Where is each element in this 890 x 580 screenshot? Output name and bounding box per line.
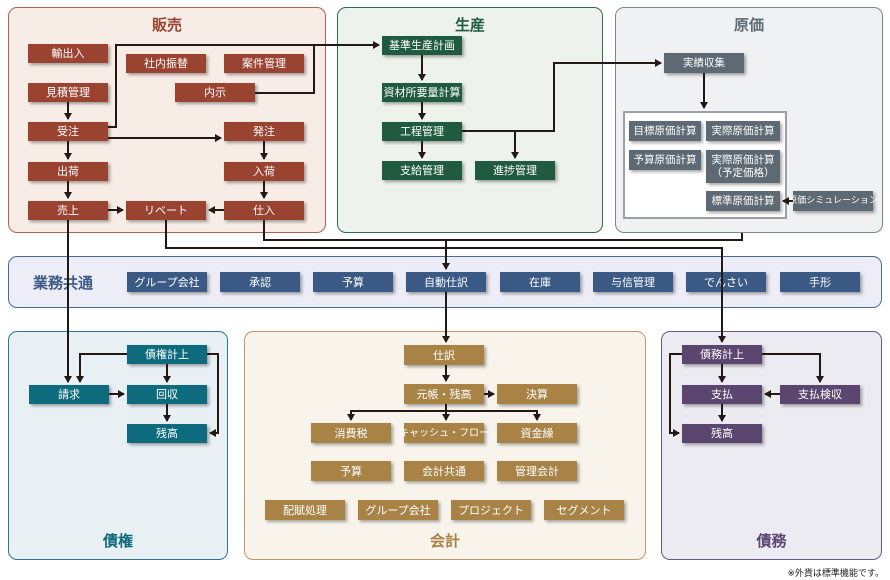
common-item-credit-management[interactable]: 与信管理 <box>593 272 673 292</box>
budget-cost-box[interactable]: 予算原価計算 <box>629 150 701 170</box>
internal-transfer-box[interactable]: 社内振替 <box>126 54 206 73</box>
accounting-group-company-box[interactable]: グループ会社 <box>358 500 438 520</box>
accounting-panel: 会計 <box>244 331 646 560</box>
sales-panel-title: 販売 <box>151 16 182 34</box>
management-accounting-box[interactable]: 管理会計 <box>497 461 577 481</box>
accounting-project-box[interactable]: プロジェクト <box>451 500 531 520</box>
payable-posting-box[interactable]: 債務計上 <box>682 345 762 364</box>
master-production-schedule-box[interactable]: 基準生産計画 <box>382 36 462 55</box>
cost-panel-title: 原価 <box>733 16 764 34</box>
target-cost-box[interactable]: 目標原価計算 <box>629 121 701 141</box>
project-management-box[interactable]: 案件管理 <box>224 54 304 73</box>
allocation-box[interactable]: 配賦処理 <box>265 500 345 520</box>
journal-box[interactable]: 仕訳 <box>404 345 484 365</box>
informal-order-box[interactable]: 内示 <box>175 83 255 102</box>
cash-management-box[interactable]: 資金繰 <box>497 423 577 443</box>
receivable-balance-box[interactable]: 残高 <box>127 424 207 443</box>
common-item-promissory-note[interactable]: 手形 <box>780 272 860 292</box>
common-item-approval[interactable]: 承認 <box>220 272 300 292</box>
ledger-balance-box[interactable]: 元帳・残高 <box>404 384 484 404</box>
actual-cost-planned-price-line2: （予定価格） <box>711 166 775 179</box>
mrp-box[interactable]: 資材所要量計算 <box>382 83 462 102</box>
progress-management-box[interactable]: 進捗管理 <box>475 161 555 180</box>
order-received-box[interactable]: 受注 <box>28 122 108 141</box>
actual-cost-planned-price-box[interactable]: 実際原価計算 （予定価格） <box>706 150 780 183</box>
common-item-group-company[interactable]: グループ会社 <box>127 272 207 292</box>
payables-panel: 債務 <box>661 331 882 560</box>
production-panel-title: 生産 <box>454 16 485 34</box>
import-export-box[interactable]: 輸出入 <box>28 44 108 63</box>
common-panel-title: 業務共通 <box>33 274 94 292</box>
purchase-box[interactable]: 仕入 <box>224 201 304 220</box>
actual-collection-box[interactable]: 実績収集 <box>664 53 744 73</box>
process-management-box[interactable]: 工程管理 <box>382 122 462 141</box>
standard-cost-box[interactable]: 標準原価計算 <box>706 191 780 211</box>
payment-inspection-box[interactable]: 支払検収 <box>780 385 860 404</box>
common-item-inventory[interactable]: 在庫 <box>500 272 580 292</box>
shipment-box[interactable]: 出荷 <box>28 162 108 181</box>
common-item-budget[interactable]: 予算 <box>313 272 393 292</box>
accounting-budget-box[interactable]: 予算 <box>311 461 391 481</box>
accounting-segment-box[interactable]: セグメント <box>544 500 624 520</box>
collection-box[interactable]: 回収 <box>127 385 207 404</box>
receivables-panel-title: 債権 <box>102 532 133 550</box>
receivable-posting-box[interactable]: 債権計上 <box>127 345 207 364</box>
footnote: ※外貨は標準機能です。 <box>787 569 884 579</box>
common-item-densai[interactable]: でんさい <box>686 272 766 292</box>
settlement-box[interactable]: 決算 <box>497 384 577 404</box>
common-item-auto-journal[interactable]: 自動仕訳 <box>406 272 486 292</box>
cost-simulation-box[interactable]: 原価シミュレーション <box>788 191 878 211</box>
supply-management-box[interactable]: 支給管理 <box>382 161 462 180</box>
billing-box[interactable]: 請求 <box>29 385 109 404</box>
production-panel: 生産 <box>337 7 603 233</box>
consumption-tax-box[interactable]: 消費税 <box>311 423 391 443</box>
estimate-management-box[interactable]: 見積管理 <box>28 83 108 102</box>
accounting-common-box[interactable]: 会計共通 <box>404 461 484 481</box>
actual-cost-box[interactable]: 実際原価計算 <box>706 121 780 141</box>
sales-box[interactable]: 売上 <box>28 201 108 220</box>
rebate-box[interactable]: リベート <box>126 201 206 220</box>
accounting-panel-title: 会計 <box>429 532 460 550</box>
payment-box[interactable]: 支払 <box>682 385 762 404</box>
receivables-panel: 債権 <box>8 331 228 560</box>
purchase-order-box[interactable]: 発注 <box>224 122 304 141</box>
cash-flow-box[interactable]: キャッシュ・フロー <box>399 423 489 443</box>
arrival-box[interactable]: 入荷 <box>224 162 304 181</box>
actual-cost-planned-price-line1: 実際原価計算 <box>711 153 775 166</box>
payables-panel-title: 債務 <box>756 532 787 550</box>
payable-balance-box[interactable]: 残高 <box>682 424 762 443</box>
sales-panel: 販売 <box>8 7 326 233</box>
